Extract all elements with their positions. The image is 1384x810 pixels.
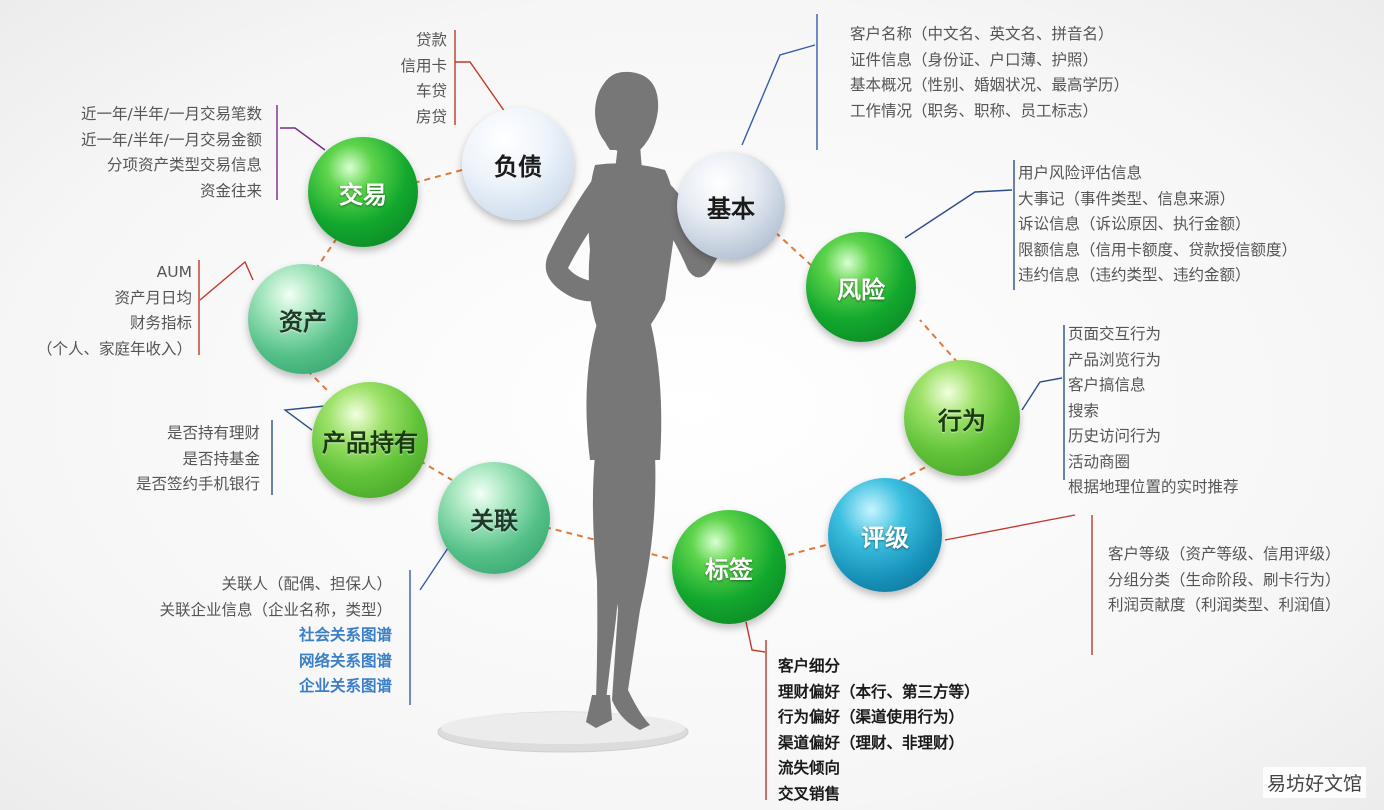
list-item: 证件信息（身份证、户口薄、护照）	[850, 50, 1099, 69]
leader-transaction	[280, 127, 326, 151]
node-basic[interactable]: 基本	[677, 152, 785, 260]
leader-assets	[199, 260, 254, 301]
list-product-holding: 是否持有理财 是否持基金 是否签约手机银行	[136, 421, 260, 498]
connector-rating-behavior	[899, 464, 931, 481]
list-transaction: 近一年/半年/一月交易笔数 近一年/半年/一月交易金额 分项资产类型交易信息 资…	[81, 102, 262, 204]
list-item-highlight: 网络关系图谱	[298, 651, 392, 670]
leader-relation	[419, 544, 451, 591]
list-item: 页面交互行为	[1068, 325, 1162, 343]
list-assets: AUM 资产月日均 财务指标 （个人、家庭年收入）	[37, 260, 192, 362]
list-relation: 关联人（配偶、担保人） 关联企业信息（企业名称，类型） 社会关系图谱 网络关系图…	[159, 572, 392, 700]
list-item: 分组分类（生命阶段、刷卡行为）	[1108, 570, 1341, 589]
list-item: 行为偏好（渠道使用行为）	[778, 708, 965, 726]
list-item: 资金往来	[199, 181, 262, 200]
list-item: 客户搞信息	[1068, 376, 1146, 394]
connector-tags-rating	[787, 544, 827, 556]
list-item: 产品浏览行为	[1068, 350, 1162, 369]
watermark: 易坊好文馆	[1262, 767, 1366, 798]
list-item: 活动商圈	[1068, 452, 1131, 471]
list-behavior: 页面交互行为 产品浏览行为 客户搞信息 搜索 历史访问行为 活动商圈 根据地理位…	[1068, 322, 1239, 501]
list-item: 财务指标	[129, 314, 192, 332]
list-item-highlight: 企业关系图谱	[298, 677, 392, 695]
list-item: 利润贡献度（利润类型、利润值）	[1108, 596, 1341, 614]
list-item: 历史访问行为	[1068, 427, 1162, 445]
list-item: （个人、家庭年收入）	[36, 339, 192, 358]
leader-basic	[741, 44, 816, 146]
list-risk: 用户风险评估信息 大事记（事件类型、信息来源） 诉讼信息（诉讼原因、执行金额） …	[1018, 161, 1297, 289]
node-rating[interactable]: 评级	[828, 478, 942, 592]
list-item: 理财偏好（本行、第三方等）	[778, 682, 980, 701]
list-item: 是否持有理财	[166, 424, 260, 442]
list-item: 大事记（事件类型、信息来源）	[1018, 189, 1236, 208]
list-item: 是否持基金	[182, 449, 260, 468]
list-item: 关联企业信息（企业名称，类型）	[159, 600, 392, 619]
list-item: 关联人（配偶、担保人）	[221, 575, 392, 593]
list-item: 是否签约手机银行	[135, 475, 260, 493]
node-tags[interactable]: 标签	[672, 510, 786, 624]
list-item: 客户名称（中文名、英文名、拼音名）	[850, 25, 1114, 43]
node-risk[interactable]: 风险	[806, 232, 916, 342]
list-liability: 贷款 信用卡 车贷 房贷	[400, 28, 447, 130]
list-item: 车贷	[415, 82, 447, 100]
list-item: 信用卡	[400, 56, 447, 75]
list-item: 用户风险评估信息	[1018, 164, 1143, 182]
list-item: 客户等级（资产等级、信用评级）	[1108, 545, 1341, 563]
list-item: 客户细分	[778, 657, 841, 675]
connector-behavior-risk	[919, 319, 959, 364]
list-basic: 客户名称（中文名、英文名、拼音名） 证件信息（身份证、户口薄、护照） 基本概况（…	[850, 22, 1129, 124]
list-item: 贷款	[415, 31, 447, 49]
list-item: 搜索	[1068, 401, 1100, 420]
list-item: 限额信息（信用卡额度、贷款授信额度）	[1018, 240, 1298, 259]
list-item: 房贷	[415, 107, 447, 126]
list-item: 根据地理位置的实时推荐	[1068, 478, 1239, 496]
node-transaction[interactable]: 交易	[308, 137, 418, 247]
leader-product	[283, 405, 326, 431]
leader-rating	[944, 514, 1076, 541]
list-item: 诉讼信息（诉讼原因、执行金额）	[1018, 215, 1251, 233]
node-assets[interactable]: 资产	[248, 264, 358, 374]
node-liability[interactable]: 负债	[462, 108, 574, 220]
list-item: 违约信息（违约类型、违约金额）	[1018, 266, 1251, 284]
leader-tags	[745, 621, 766, 653]
leader-behavior	[1021, 377, 1063, 411]
leader-risk	[904, 189, 1013, 239]
list-item: 资产月日均	[114, 288, 192, 307]
connector-risk-basic	[774, 231, 813, 267]
list-rating: 客户等级（资产等级、信用评级） 分组分类（生命阶段、刷卡行为） 利润贡献度（利润…	[1108, 542, 1341, 619]
list-item: 渠道偏好（理财、非理财）	[778, 733, 965, 752]
list-item: 工作情况（职务、职称、员工标志）	[850, 101, 1099, 120]
leader-liability	[455, 61, 506, 113]
connector-assets-product	[306, 369, 331, 394]
list-item: 交叉销售	[778, 784, 841, 803]
node-product-holding[interactable]: 产品持有	[312, 382, 428, 498]
list-item: 近一年/半年/一月交易金额	[81, 130, 262, 149]
node-relation[interactable]: 关联	[438, 462, 550, 574]
list-item: 基本概况（性别、婚姻状况、最高学历）	[850, 76, 1130, 94]
platform-top	[441, 712, 685, 744]
list-item-highlight: 社会关系图谱	[298, 626, 392, 644]
node-behavior[interactable]: 行为	[904, 360, 1020, 476]
list-item: 近一年/半年/一月交易笔数	[81, 105, 262, 123]
list-item: AUM	[156, 263, 192, 281]
list-item: 分项资产类型交易信息	[106, 156, 262, 174]
connector-product-relation	[409, 454, 453, 481]
list-tags: 客户细分 理财偏好（本行、第三方等） 行为偏好（渠道使用行为） 渠道偏好（理财、…	[778, 654, 980, 807]
list-item: 流失倾向	[778, 759, 841, 777]
